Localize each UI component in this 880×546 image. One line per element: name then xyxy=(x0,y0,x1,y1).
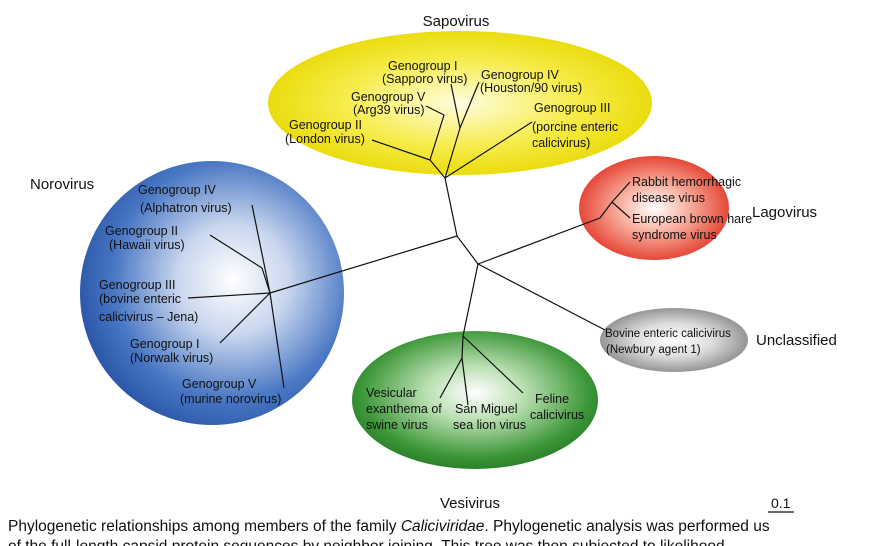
figure-caption: Phylogenetic relationships among members… xyxy=(8,518,880,536)
noro-genogroup-1-label: Genogroup I xyxy=(130,337,200,351)
noro-genogroup-3-virus-2: calicivirus – Jena) xyxy=(99,310,198,324)
sapo-genogroup-4-virus: (Houston/90 virus) xyxy=(480,81,582,95)
figure-caption-line-2: of the full-length capsid protein sequen… xyxy=(8,538,725,546)
lago-ebhs-label-1: European brown hare xyxy=(632,212,752,226)
vesi-feline-label-1: Feline xyxy=(535,392,569,406)
noro-genogroup-4-label: Genogroup IV xyxy=(138,183,216,197)
norovirus-title: Norovirus xyxy=(30,176,94,193)
vesi-feline-label-2: calicivirus xyxy=(530,408,584,422)
sapovirus-clade xyxy=(268,31,652,175)
noro-genogroup-3-label: Genogroup III xyxy=(99,278,175,292)
vesi-ves-label-3: swine virus xyxy=(366,418,428,432)
norovirus-labels: Genogroup IV (Alphatron virus) Genogroup… xyxy=(99,183,281,406)
norovirus-clade xyxy=(80,161,344,425)
lago-ebhs-label-2: syndrome virus xyxy=(632,228,717,242)
caption-suffix: . Phylogenetic analysis was performed us xyxy=(484,518,770,535)
sapo-genogroup-3-virus-1: (porcine enteric xyxy=(532,120,618,134)
noro-genogroup-5-virus: (murine norovirus) xyxy=(180,392,281,406)
noro-genogroup-5-label: Genogroup V xyxy=(182,377,257,391)
vesi-ves-label-1: Vesicular xyxy=(366,386,417,400)
tree-branches xyxy=(187,81,631,406)
lago-rhd-label-1: Rabbit hemorrhagic xyxy=(632,175,741,189)
lago-rhd-label-2: disease virus xyxy=(632,191,705,205)
scale-bar-value: 0.1 xyxy=(771,495,791,511)
noro-genogroup-1-virus: (Norwalk virus) xyxy=(130,351,213,365)
noro-genogroup-4-virus: (Alphatron virus) xyxy=(140,201,232,215)
sapo-genogroup-1-virus: (Sapporo virus) xyxy=(382,72,467,86)
sapovirus-title: Sapovirus xyxy=(423,13,490,30)
noro-genogroup-2-label: Genogroup II xyxy=(105,224,178,238)
sapovirus-labels: Genogroup I (Sapporo virus) Genogroup IV… xyxy=(285,59,618,150)
unclassified-title: Unclassified xyxy=(756,332,837,349)
vesivirus-clade xyxy=(352,331,598,469)
noro-genogroup-3-virus-1: (bovine enteric xyxy=(99,292,181,306)
lagovirus-title: Lagovirus xyxy=(752,204,817,221)
caption-prefix: Phylogenetic relationships among members… xyxy=(8,518,401,535)
unclassified-clade xyxy=(600,308,748,372)
noro-genogroup-2-virus: (Hawaii virus) xyxy=(109,238,185,252)
vesi-ves-label-2: exanthema of xyxy=(366,402,442,416)
vesi-sml-label-2: sea lion virus xyxy=(453,418,526,432)
sapo-genogroup-3-label: Genogroup III xyxy=(534,101,610,115)
caption-family: Caliciviridae xyxy=(400,518,485,535)
vesivirus-labels: Vesicular exanthema of swine virus San M… xyxy=(366,386,584,432)
unclassified-labels: Bovine enteric calicivirus (Newbury agen… xyxy=(605,328,731,356)
unclassified-label-2: (Newbury agent 1) xyxy=(606,344,701,356)
vesi-sml-label-1: San Miguel xyxy=(455,402,518,416)
sapo-genogroup-5-label: Genogroup V xyxy=(351,90,426,104)
scale-bar: 0.1 xyxy=(768,495,794,513)
sapo-genogroup-2-label: Genogroup II xyxy=(289,118,362,132)
sapo-genogroup-1-label: Genogroup I xyxy=(388,59,458,73)
lagovirus-labels: Rabbit hemorrhagic disease virus Europea… xyxy=(632,175,752,242)
sapo-genogroup-5-virus: (Arg39 virus) xyxy=(353,103,425,117)
vesivirus-title: Vesivirus xyxy=(440,495,500,512)
sapo-genogroup-2-virus: (London virus) xyxy=(285,132,365,146)
lagovirus-clade xyxy=(579,156,729,260)
sapo-genogroup-3-virus-2: calicivirus) xyxy=(532,136,590,150)
sapo-genogroup-4-label: Genogroup IV xyxy=(481,68,559,82)
unclassified-label-1: Bovine enteric calicivirus xyxy=(605,328,731,340)
